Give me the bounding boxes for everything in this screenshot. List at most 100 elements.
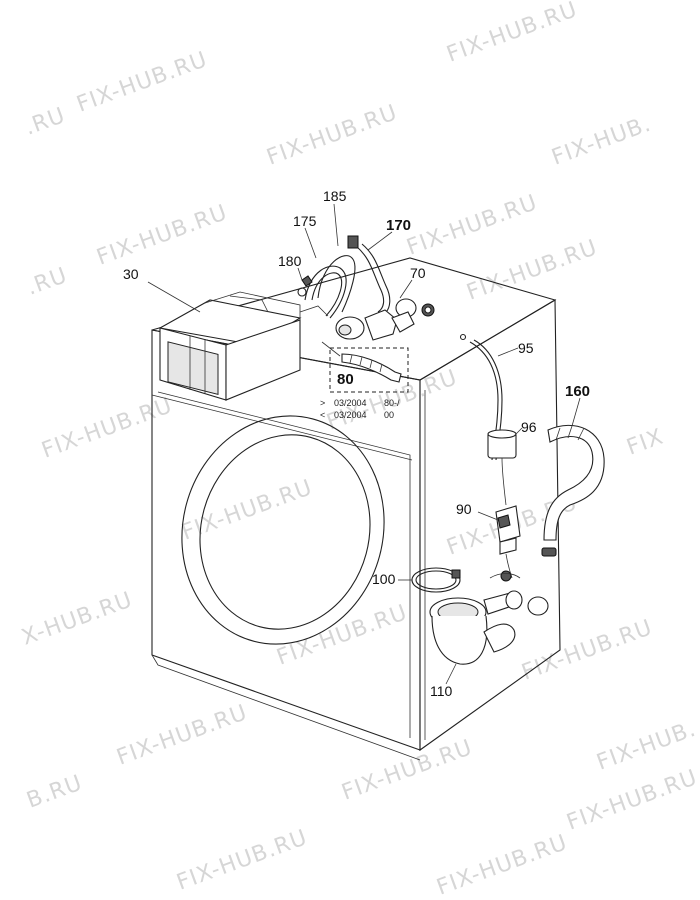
pressure-nipple [459, 333, 467, 341]
watermark: FIX-HUB.RU [74, 47, 211, 117]
hose-80-dashed-box [329, 347, 409, 393]
hose-170-inner [361, 243, 391, 313]
hose-rib [555, 427, 561, 441]
callout-70: 70 [410, 265, 426, 281]
leader-96 [513, 427, 523, 437]
valve-port [338, 324, 352, 336]
leader-95 [497, 347, 519, 357]
watermark: FIX-HUB.RU [179, 475, 316, 545]
level-sensor [495, 505, 521, 579]
leader-30 [147, 281, 201, 313]
valve-bracket [299, 305, 329, 317]
note-before-code: 00 [384, 410, 394, 420]
pump-elbow [483, 623, 516, 653]
hose-rib [577, 427, 585, 441]
leader-160 [571, 397, 581, 427]
inlet-valve-assembly [297, 235, 435, 341]
valve-clamp-inner [424, 306, 432, 314]
cabinet-side [419, 299, 561, 752]
callout-95: 95 [518, 340, 534, 356]
front-bottom-edge [151, 654, 421, 761]
callout-96: 96 [521, 419, 537, 435]
watermark: FIX-HUB.RU [94, 200, 231, 270]
pressure-system [459, 333, 517, 506]
callout-160: 160 [565, 383, 590, 400]
door-inner [199, 434, 371, 630]
leader-90 [477, 511, 499, 521]
hose-80-rib [359, 356, 363, 366]
callout-90: 90 [456, 501, 472, 517]
dispenser-lid-detail [229, 295, 269, 313]
watermark: .RU [22, 103, 69, 141]
leader-175 [304, 227, 317, 259]
hose-rib [567, 425, 573, 439]
hose-170-clip [347, 235, 359, 249]
clamp-100 [411, 567, 461, 593]
drain-hose [543, 424, 605, 541]
front-inner-edge [157, 391, 411, 738]
leader-lines [147, 203, 581, 685]
hose-80-group [321, 341, 409, 393]
cabinet [151, 257, 561, 761]
watermark: FIX-HUB.RU [274, 600, 411, 670]
pump-band [489, 573, 521, 579]
pump-clip [500, 570, 512, 582]
watermark: FIX-HUB.RU [114, 700, 251, 770]
clamp-ring-inner [415, 570, 457, 590]
callout-labels: 30 175 185 170 180 70 95 80 96 160 90 10… [123, 188, 590, 699]
leader-110 [445, 663, 457, 685]
watermark: FIX-HUB. [549, 112, 655, 171]
door [181, 415, 385, 645]
sump-body [431, 615, 488, 665]
sensor-stem [499, 537, 517, 555]
watermark: FIX-HUB.RU [464, 235, 601, 305]
note-before-prefix: < [320, 410, 325, 420]
valve-outlet-pipe [391, 311, 415, 333]
watermark: FIX [624, 424, 668, 460]
callout-170: 170 [386, 217, 411, 234]
watermark: FIX-HUB.RU [434, 830, 571, 900]
hose-175-inner [311, 272, 343, 317]
hose-170 [355, 245, 385, 313]
watermark: FIX-HUB.RU [519, 615, 656, 685]
leader-185 [333, 203, 339, 247]
dispenser-side [225, 319, 301, 401]
sump-outlet-cap [505, 590, 523, 610]
callout-30: 30 [123, 266, 139, 282]
leader-80 [321, 341, 341, 357]
hose-80 [341, 353, 402, 383]
valve-coil [364, 309, 398, 341]
watermark: FIX-HUB.RU [564, 765, 700, 835]
leader-70 [399, 279, 413, 299]
callout-100: 100 [372, 571, 396, 587]
callout-180: 180 [278, 253, 302, 269]
watermark: FIX-HUB.RU [264, 100, 401, 170]
sensor-connector [497, 514, 511, 529]
hose-clip [541, 547, 557, 557]
hose-80-rib [369, 359, 373, 369]
callout-80: 80 [337, 371, 354, 388]
hose-80-rib [349, 354, 353, 364]
dispenser-opening [167, 341, 219, 395]
pump-motor [527, 596, 549, 616]
watermark: FIX-HUB. [594, 717, 700, 776]
watermark: B.RU [24, 770, 87, 813]
chamber-hose [501, 457, 507, 506]
leader-170 [367, 231, 393, 251]
clamp-screw [451, 569, 461, 579]
watermark: FIX-HUB.RU [174, 825, 311, 895]
hose-175 [304, 265, 347, 319]
dispenser-lid-detail [204, 291, 301, 320]
watermark: FIX-HUB.RU [444, 0, 581, 68]
callout-175: 175 [293, 213, 317, 229]
watermark: X-HUB.RU [19, 587, 137, 650]
front-inner-edge-2 [151, 394, 413, 461]
watermark: FIX-HUB.RU [39, 393, 176, 463]
note-before-date: 03/2004 [334, 410, 367, 420]
note-after-date: 03/2004 [334, 398, 367, 408]
drain-hose-160 [541, 424, 605, 557]
callout-110: 110 [430, 683, 453, 699]
hose-185 [317, 255, 356, 313]
clip-180 [301, 275, 313, 287]
